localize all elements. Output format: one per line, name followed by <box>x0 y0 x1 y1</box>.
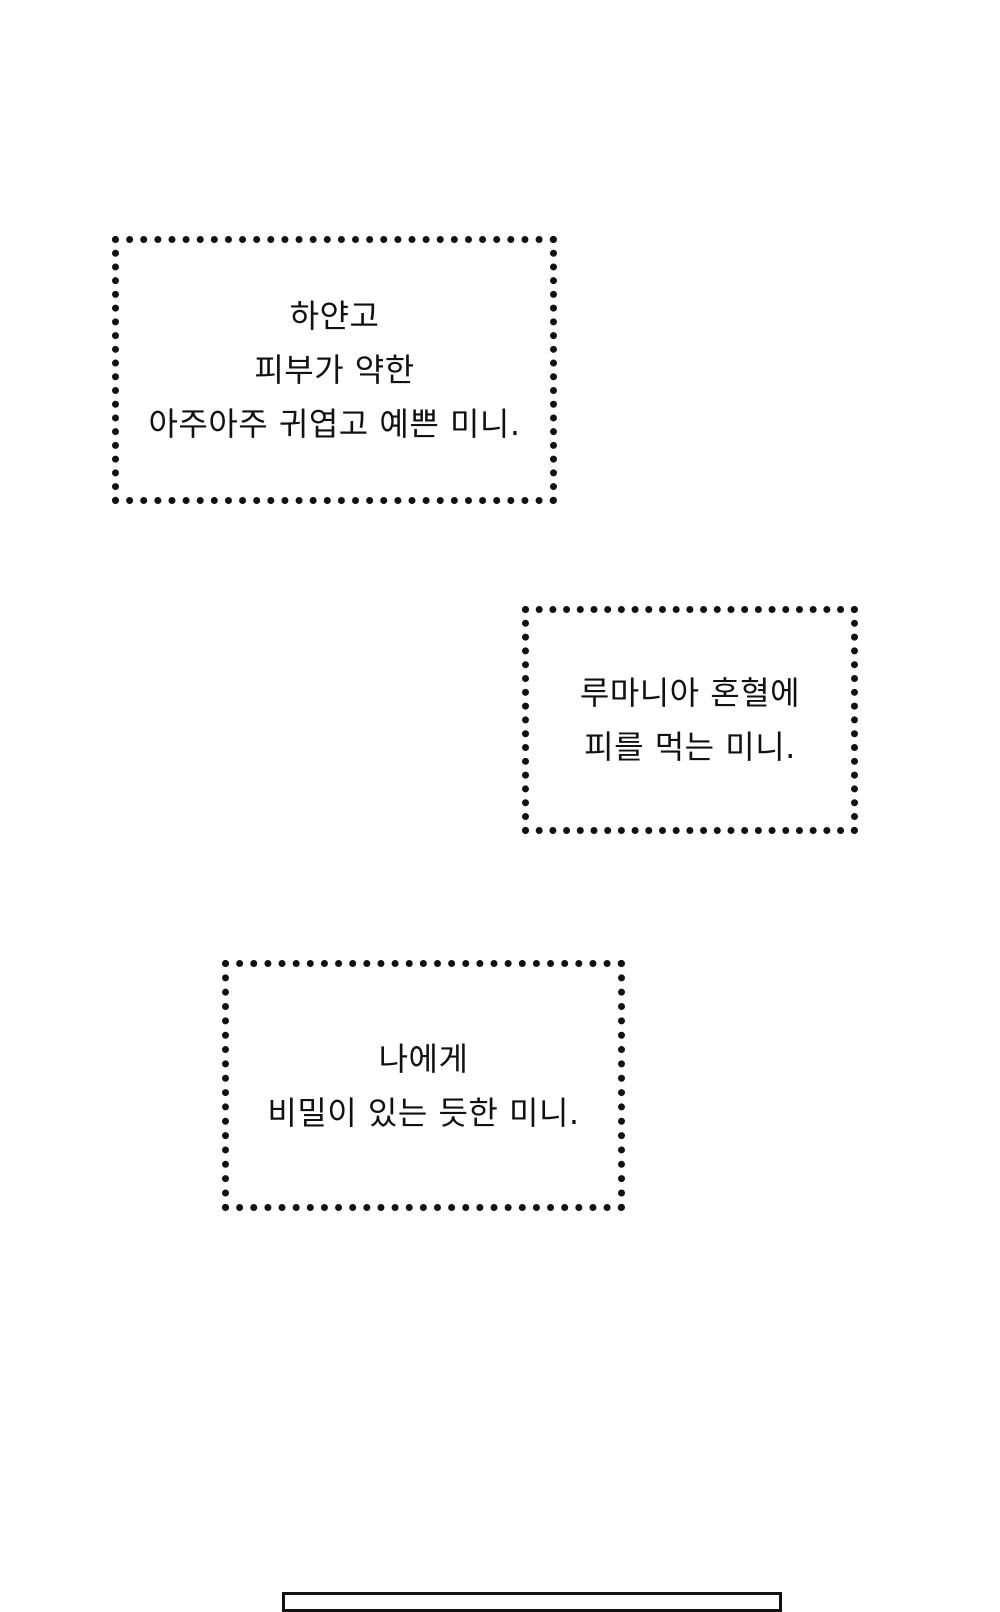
caption-line: 아주아주 귀엽고 예쁜 미니. <box>148 405 521 443</box>
caption-line: 비밀이 있는 듯한 미니. <box>267 1093 580 1132</box>
caption-text-2: 루마니아 혼혈에 피를 먹는 미니. <box>580 666 800 774</box>
caption-text-3: 나에게 비밀이 있는 듯한 미니. <box>267 1032 579 1140</box>
caption-box-2: 루마니아 혼혈에 피를 먹는 미니. <box>522 606 858 834</box>
caption-box-3: 나에게 비밀이 있는 듯한 미니. <box>222 960 625 1211</box>
caption-text-1: 하얀고 피부가 약한 아주아주 귀엽고 예쁜 미니. <box>148 289 520 451</box>
caption-line: 피부가 약한 <box>254 351 415 389</box>
caption-line: 하얀고 <box>289 297 380 335</box>
caption-line: 루마니아 혼혈에 <box>579 674 801 712</box>
caption-box-1: 하얀고 피부가 약한 아주아주 귀엽고 예쁜 미니. <box>112 236 557 504</box>
caption-line: 나에게 <box>378 1039 469 1078</box>
caption-line: 피를 먹는 미니. <box>584 728 796 766</box>
next-panel-edge <box>282 1592 782 1612</box>
